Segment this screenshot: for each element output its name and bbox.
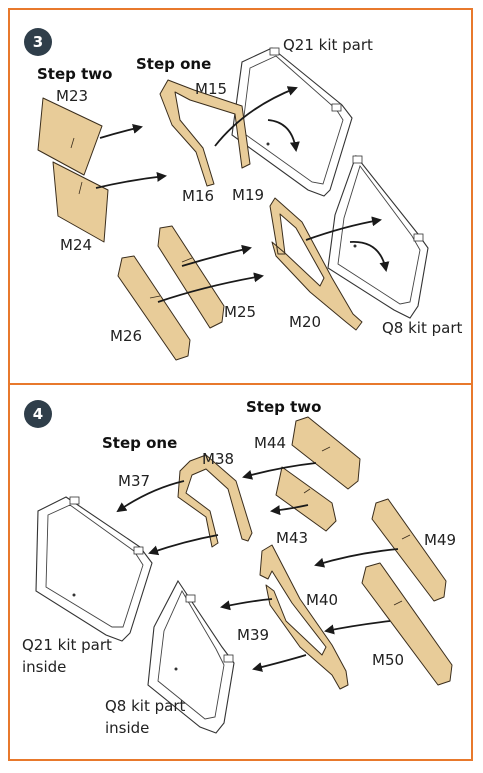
q8-kit-part-inside <box>147 579 235 734</box>
placement-arrows <box>95 86 390 303</box>
mask-m49 <box>371 498 447 602</box>
m26-label: M26 <box>110 327 142 345</box>
step-two-heading: Step two <box>246 398 321 416</box>
m16-label: M16 <box>182 187 214 205</box>
mask-m26 <box>117 255 191 361</box>
m40-label: M40 <box>306 591 338 609</box>
m24-label: M24 <box>60 236 92 254</box>
step-3-diagram: 3 Step two Step one Q21 kit part Q8 kit … <box>24 28 463 361</box>
step-3-panel: 3 Step two Step one Q21 kit part Q8 kit … <box>8 8 473 385</box>
q21-label: Q21 kit part <box>283 36 373 54</box>
step-number: 4 <box>33 405 43 423</box>
step-one-heading: Step one <box>136 55 211 73</box>
mask-frame-m37-m38 <box>177 454 253 548</box>
q8-inside-label-line1: Q8 kit part <box>105 697 186 715</box>
step-4-panel: 4 Step two Step one Q21 kit part inside … <box>8 383 473 761</box>
q8-label: Q8 kit part <box>382 319 463 337</box>
q21-inside-label-line2: inside <box>22 658 66 676</box>
q8-inside-label-line2: inside <box>105 719 149 737</box>
mask-frame-m39-m40 <box>259 544 349 690</box>
m19-label: M19 <box>232 186 264 204</box>
step-number-badge: 3 <box>24 28 52 56</box>
step-two-heading: Step two <box>37 65 112 83</box>
m25-label: M25 <box>224 303 256 321</box>
m15-label: M15 <box>195 80 227 98</box>
m38-label: M38 <box>202 450 234 468</box>
step-4-diagram: 4 Step two Step one Q21 kit part inside … <box>22 398 456 737</box>
mask-m44 <box>291 416 361 490</box>
step-number: 3 <box>33 33 43 51</box>
m49-label: M49 <box>424 531 456 549</box>
mask-m50 <box>361 562 453 686</box>
mask-m43 <box>275 466 337 532</box>
q8-kit-part <box>327 154 429 319</box>
m37-label: M37 <box>118 472 150 490</box>
m39-label: M39 <box>237 626 269 644</box>
m23-label: M23 <box>56 87 88 105</box>
q21-inside-label-line1: Q21 kit part <box>22 636 112 654</box>
mask-m25 <box>157 225 225 329</box>
mask-m23 <box>37 97 103 176</box>
m44-label: M44 <box>254 434 286 452</box>
step-number-badge: 4 <box>24 400 52 428</box>
m50-label: M50 <box>372 651 404 669</box>
step-one-heading: Step one <box>102 434 177 452</box>
q21-kit-part <box>231 47 353 197</box>
m43-label: M43 <box>276 529 308 547</box>
mask-m24 <box>52 161 109 243</box>
placement-arrows <box>116 462 399 672</box>
q21-kit-part-inside <box>35 496 153 642</box>
mask-frame-m15-m16 <box>159 79 251 187</box>
mask-frame-m19-m20 <box>269 197 363 331</box>
m20-label: M20 <box>289 313 321 331</box>
